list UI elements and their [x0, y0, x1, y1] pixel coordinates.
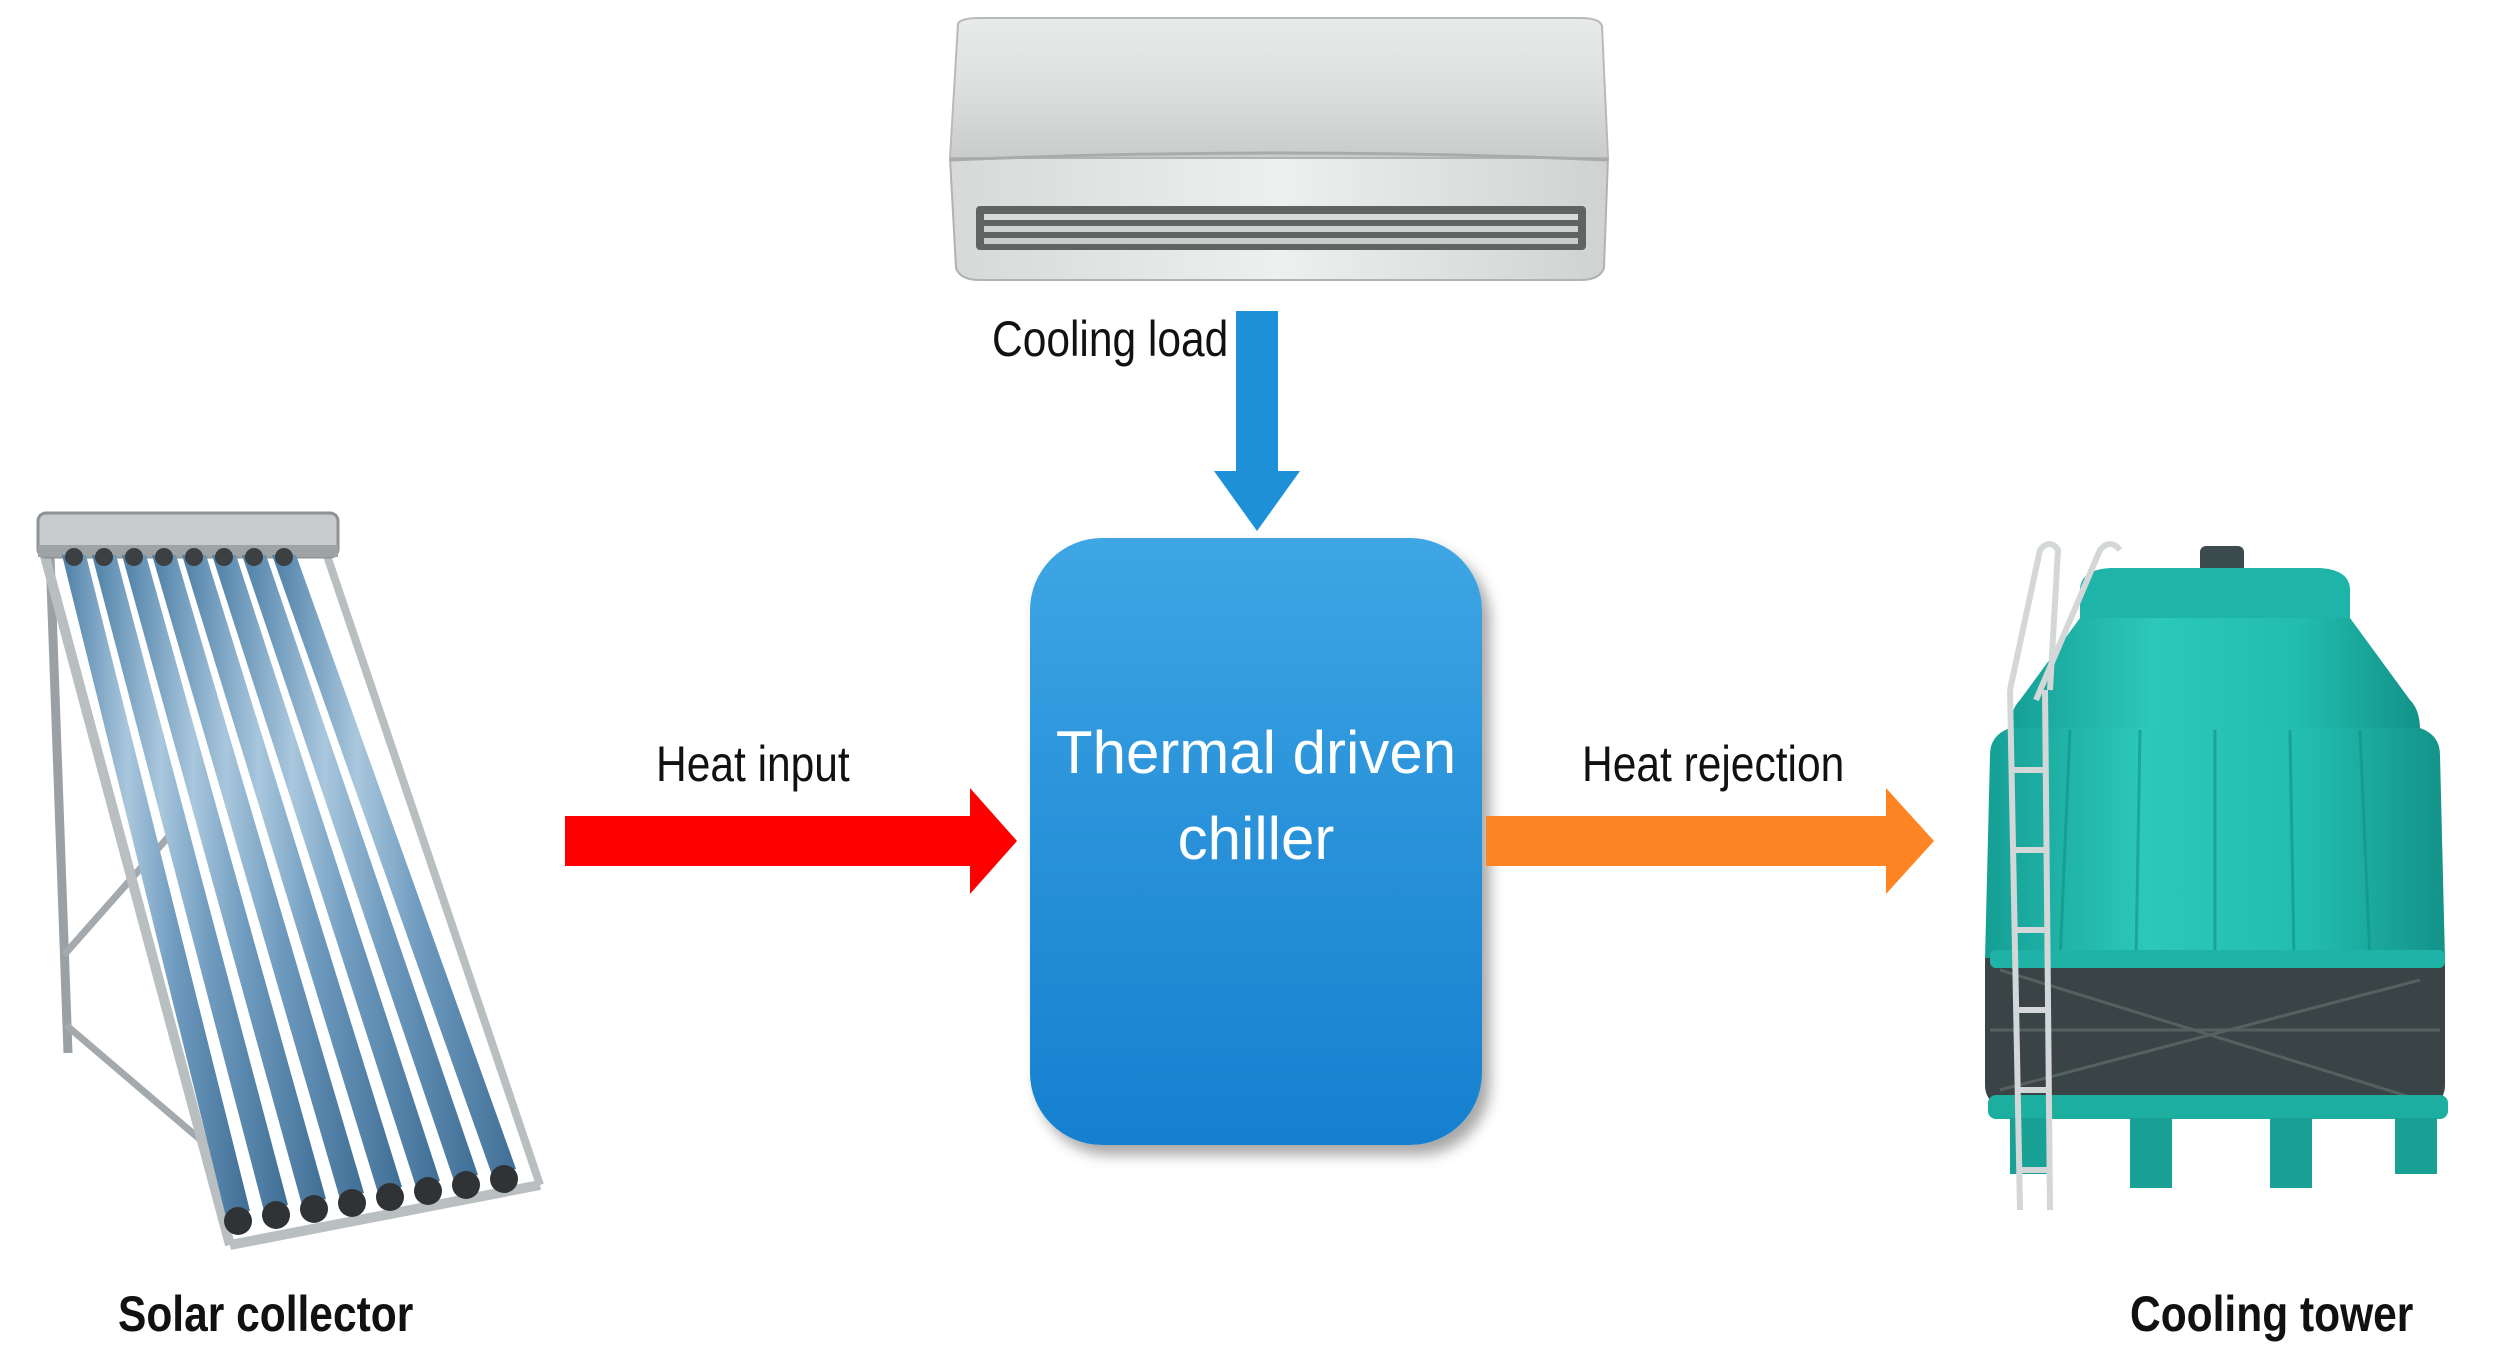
- cooling-tower-label: Cooling tower: [2130, 1286, 2414, 1342]
- cooling-load-arrow: [1214, 311, 1300, 531]
- heat-input-arrow: [565, 788, 1017, 894]
- thermal-driven-chiller: Thermal driven chiller: [1030, 538, 1482, 1145]
- cooling-tower-icon: [1985, 541, 2448, 1211]
- chiller-label-line1: Thermal driven: [1055, 718, 1457, 786]
- chiller-label-line2: chiller: [1177, 804, 1335, 872]
- solar-collector-label: Solar collector: [118, 1286, 414, 1342]
- heat-rejection-arrow: [1486, 788, 1934, 894]
- solar-collector-icon: [36, 511, 544, 1250]
- cooling-load-label: Cooling load: [992, 311, 1229, 367]
- heat-input-label: Heat input: [656, 736, 850, 792]
- heat-rejection-label: Heat rejection: [1582, 736, 1845, 792]
- air-conditioner-icon: [948, 17, 1610, 281]
- chiller-label: Thermal driven chiller: [1056, 710, 1456, 882]
